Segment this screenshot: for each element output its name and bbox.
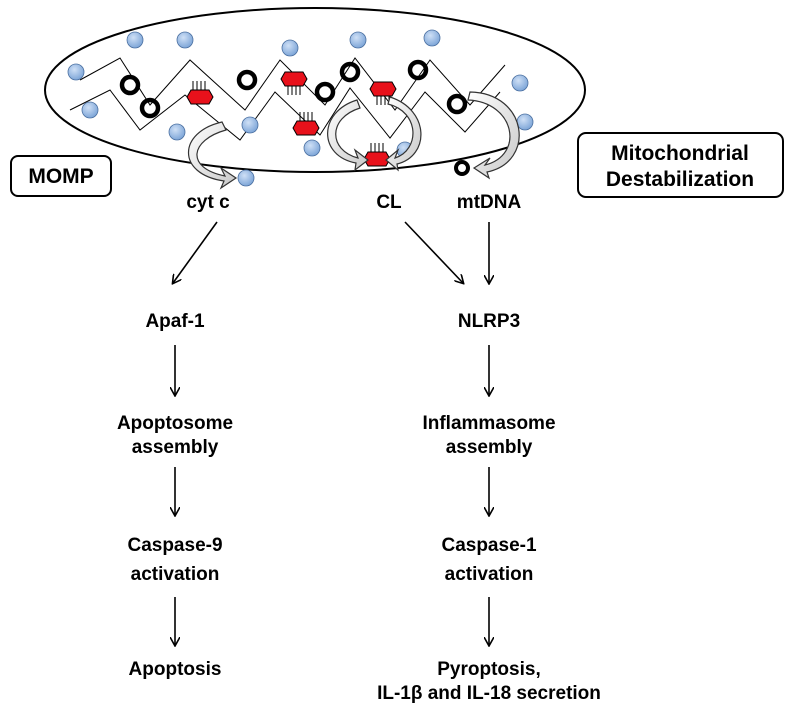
cyt-c-dot <box>423 29 441 47</box>
mito-destab-box <box>577 132 784 198</box>
nlrp3-label: NLRP3 <box>458 311 520 332</box>
release-arrows <box>187 91 520 190</box>
cardiolipin <box>292 112 320 136</box>
mtdna-ring <box>339 61 361 83</box>
mtdna-release-arrow <box>467 91 520 180</box>
inflammasome-label-line2: assembly <box>446 437 533 458</box>
apoptosis-label: Apoptosis <box>129 659 222 680</box>
cyt-c-dot <box>176 31 194 49</box>
apoptosome-label-line1: Apoptosome <box>117 413 233 434</box>
cyt-c-dot <box>67 63 85 81</box>
cardiolipin-molecules <box>186 71 397 167</box>
momp-label: MOMP <box>28 165 93 188</box>
cardiolipin-externalized <box>363 143 391 167</box>
cyt-c-dot <box>168 123 186 141</box>
cyt-c-dot <box>303 139 321 157</box>
pyroptosis-label-line1: Pyroptosis, <box>437 659 540 680</box>
cardiolipin <box>280 71 308 95</box>
cyt-c-label: cyt c <box>186 192 230 213</box>
apaf-label: Apaf-1 <box>145 311 205 332</box>
cyt-c-dot <box>126 31 144 49</box>
cyt-c-dot <box>281 39 299 57</box>
cl-externalization-arrow-right <box>385 96 422 172</box>
pyroptosis-label-line2: IL-1β and IL-18 secretion <box>377 683 601 704</box>
inflammasome-label-line1: Inflammasome <box>422 413 555 434</box>
cyt-c-dot <box>349 31 367 49</box>
mtdna-rings <box>119 59 470 176</box>
cyt-c-dot <box>511 74 529 92</box>
cl-externalization-arrow-left <box>327 99 369 172</box>
caspase9-label-line2: activation <box>131 564 220 585</box>
cyt-c-dot <box>81 101 99 119</box>
momp-box <box>10 155 112 197</box>
mtdna-ring <box>139 97 161 119</box>
cardiolipin <box>186 81 214 105</box>
released-mtdna-ring <box>454 160 470 176</box>
arrow-cl-to-nlrp3 <box>404 221 463 283</box>
mtdna-ring <box>119 74 141 96</box>
arrow-cytc-to-apaf <box>173 221 218 283</box>
mtdna-ring <box>236 69 258 91</box>
caspase1-label-line2: activation <box>445 564 534 585</box>
mtdna-ring <box>446 93 468 115</box>
cyt-c-release-arrow <box>187 121 238 190</box>
mito-destab-label-line1: Mitochondrial <box>611 142 749 165</box>
cyt-c-dots <box>67 29 534 187</box>
mtdna-ring <box>314 81 336 103</box>
inner-membrane-lower <box>69 87 501 141</box>
cyt-c-dot <box>516 113 534 131</box>
released-cyt-c-dot <box>237 169 255 187</box>
caspase1-label-line1: Caspase-1 <box>441 535 536 556</box>
mito-destab-label-line2: Destabilization <box>606 168 754 191</box>
cyt-c-dot <box>241 116 259 134</box>
caspase9-label-line1: Caspase-9 <box>127 535 222 556</box>
mtdna-ring <box>407 59 429 81</box>
cardiolipin <box>369 81 397 105</box>
apoptosome-label-line2: assembly <box>132 437 219 458</box>
cl-label: CL <box>376 192 402 213</box>
mtdna-label: mtDNA <box>457 192 522 213</box>
